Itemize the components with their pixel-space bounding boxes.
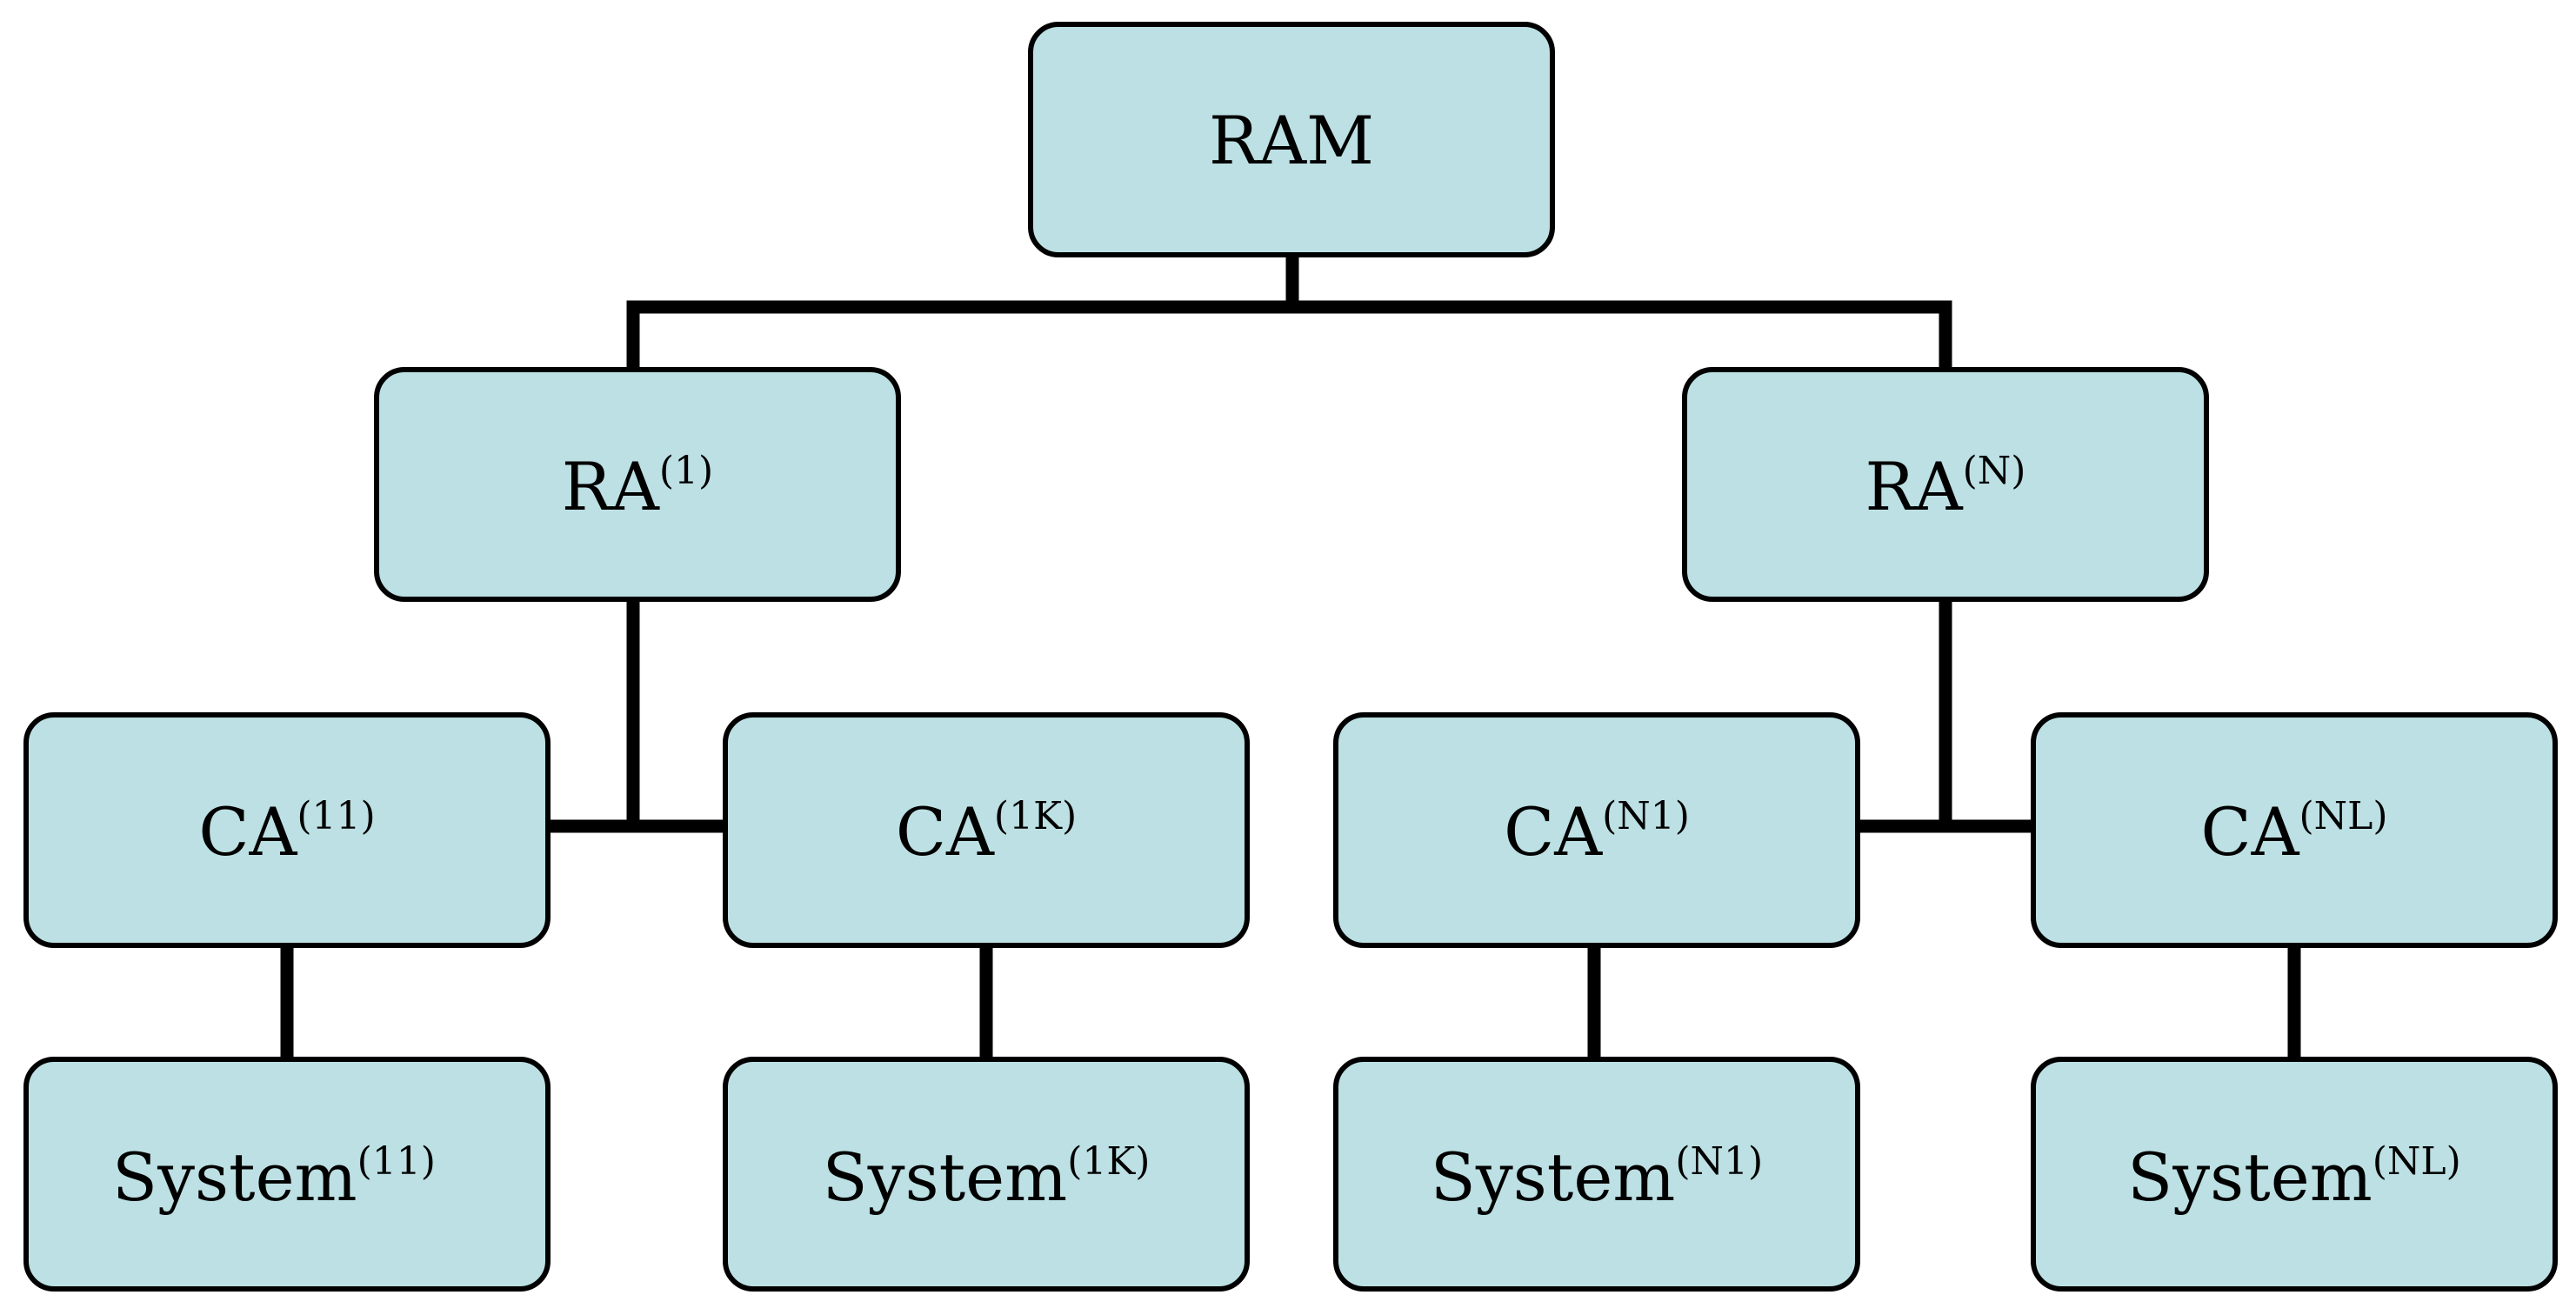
node-label: System(N1): [1431, 1138, 1763, 1216]
node-system-nl: System(NL): [2031, 1057, 2558, 1292]
node-ra-n: RA(N): [1682, 367, 2209, 602]
node-label: System(11): [112, 1138, 436, 1216]
node-box: [1682, 367, 2209, 602]
node-box: [723, 1057, 1250, 1292]
node-label: CA(1K): [896, 793, 1077, 871]
node-box: [723, 712, 1250, 948]
node-box: [2031, 1057, 2558, 1292]
node-ram: RAM: [1028, 22, 1555, 257]
node-label: System(1K): [823, 1138, 1151, 1216]
node-label: CA(NL): [2200, 793, 2387, 871]
node-system-n1: System(N1): [1333, 1057, 1860, 1292]
node-box: [2031, 712, 2558, 948]
node-label: System(NL): [2127, 1138, 2461, 1216]
node-label: CA(N1): [1504, 793, 1690, 871]
node-ca-n1: CA(N1): [1333, 712, 1860, 948]
node-box: [1333, 712, 1860, 948]
node-box: [1028, 22, 1555, 257]
node-box: [374, 367, 901, 602]
node-system-11: System(11): [23, 1057, 551, 1292]
node-box: [1333, 1057, 1860, 1292]
node-label: RAM: [1209, 102, 1374, 179]
node-box: [23, 712, 551, 948]
node-system-1k: System(1K): [723, 1057, 1250, 1292]
node-ra-1: RA(1): [374, 367, 901, 602]
node-ca-nl: CA(NL): [2031, 712, 2558, 948]
node-ca-11: CA(11): [23, 712, 551, 948]
node-ca-1k: CA(1K): [723, 712, 1250, 948]
connectors: [280, 248, 2301, 1066]
node-box: [23, 1057, 551, 1292]
node-label: RA(N): [1865, 448, 2026, 525]
node-label: RA(1): [562, 448, 713, 525]
node-label: CA(11): [198, 793, 375, 871]
